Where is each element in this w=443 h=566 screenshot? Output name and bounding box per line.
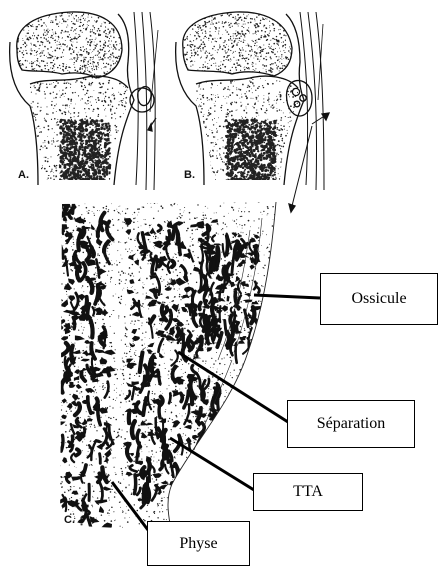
label-ossicule: Ossicule xyxy=(320,273,438,325)
panel-b-label: B. xyxy=(184,169,195,181)
panel-a-label: A. xyxy=(18,169,29,181)
panel-a-epiphysis-stipple xyxy=(13,9,126,80)
leader-line-tta xyxy=(170,438,254,490)
panel-b-outline xyxy=(176,12,329,212)
label-tta: TTA xyxy=(253,473,363,511)
leader-line-ossicule xyxy=(254,295,320,298)
label-separation: Séparation xyxy=(287,400,415,448)
panel-b-epiphysis-stipple xyxy=(179,9,294,80)
panel-a-metaphysis-stipple xyxy=(27,75,132,183)
label-physe: Physe xyxy=(147,521,250,566)
panel-c-trabeculae xyxy=(57,203,262,530)
panel-c-label: C. xyxy=(64,514,75,526)
